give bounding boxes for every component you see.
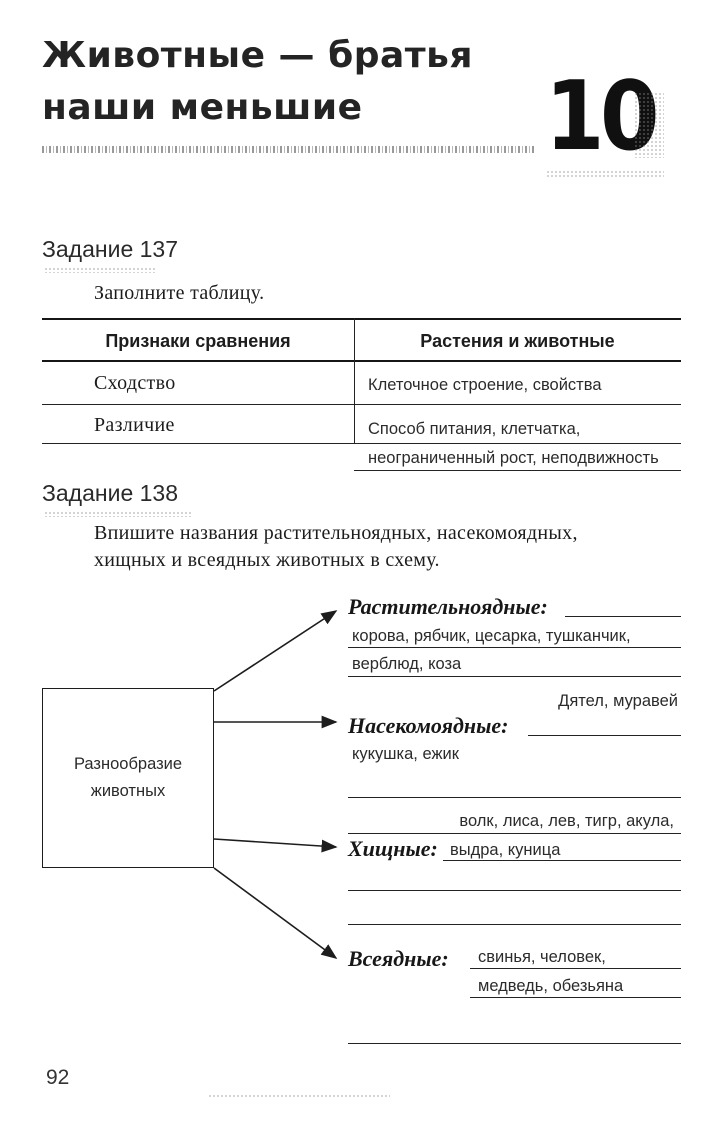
blank-line [470, 968, 681, 969]
branch-answer-above: волк, лиса, лев, тигр, акула, [459, 812, 674, 830]
diagram-root-box: Разнообразие животных [42, 688, 214, 868]
table-row2-answer-line1: Способ питания, клетчатка, [368, 420, 581, 438]
table-row1-feature: Сходство [94, 372, 176, 394]
table-border-under-header [42, 360, 681, 362]
branch-answer: свинья, человек, [478, 948, 606, 966]
page-number: 92 [46, 1066, 70, 1089]
table-row2-answer-line2: неограниченный рост, неподвижность [368, 449, 659, 467]
scan-artifact-dots-under-number [546, 170, 664, 178]
arrow-carnivores [213, 838, 338, 853]
arrow-herbivores [213, 610, 338, 692]
page-title-line2: наши меньшие [42, 87, 363, 128]
blank-line [348, 647, 681, 648]
page-title-line1: Животные — братья [42, 35, 474, 76]
arrow-omnivores [213, 867, 338, 959]
scan-artifact-under-heading-138 [44, 511, 192, 517]
blank-line [443, 860, 681, 861]
branch-answer: медведь, обезьяна [478, 977, 624, 995]
table-row-divider [42, 404, 681, 405]
diagram-root-line2: животных [90, 782, 166, 800]
branch-label-insectivores: Насекомоядные: [348, 713, 509, 738]
branch-answer: кукушка, ежик [352, 745, 459, 763]
blank-line [565, 616, 681, 617]
table-header-col2: Растения и животные [420, 331, 615, 351]
table-column-divider [354, 318, 355, 444]
scan-artifact-bottom [208, 1094, 390, 1099]
branch-label-carnivores: Хищные: [348, 836, 438, 861]
blank-line [348, 924, 681, 925]
blank-line [528, 735, 681, 736]
branch-answer: верблюд, коза [352, 655, 462, 673]
table-border-top [42, 318, 681, 320]
table-header-col1: Признаки сравнения [105, 331, 291, 351]
table-row2-feature: Различие [94, 414, 175, 436]
blank-line [470, 997, 681, 998]
task-137-heading: Задание 137 [42, 236, 179, 262]
branch-answer: корова, рябчик, цесарка, тушканчик, [352, 627, 631, 645]
task-138-heading: Задание 138 [42, 480, 179, 506]
task-138-instruction-line2: хищных и всеядных животных в схему. [94, 549, 440, 571]
branch-label-herbivores: Растительноядные: [348, 594, 548, 619]
blank-line [348, 890, 681, 891]
branch-answer-above: Дятел, муравей [558, 692, 678, 710]
branch-label-omnivores: Всеядные: [348, 946, 449, 971]
blank-line [348, 1043, 681, 1044]
task-137-instruction: Заполните таблицу. [94, 282, 265, 304]
table-border-bottom [42, 443, 681, 444]
table-row1-answer: Клеточное строение, свойства [368, 376, 602, 394]
blank-line [348, 833, 681, 834]
branch-answer: выдра, куница [450, 841, 561, 859]
diagram-root-line1: Разнообразие [73, 755, 183, 773]
blank-line [348, 676, 681, 677]
scan-artifact-under-heading-137 [44, 267, 156, 273]
scan-artifact-dots-right [634, 92, 664, 158]
blank-line [348, 797, 681, 798]
task-138-instruction-line1: Впишите названия растительноядных, насек… [94, 522, 578, 544]
table-answer-overflow-underline [354, 470, 681, 471]
scan-artifact-title-rule [42, 146, 534, 153]
